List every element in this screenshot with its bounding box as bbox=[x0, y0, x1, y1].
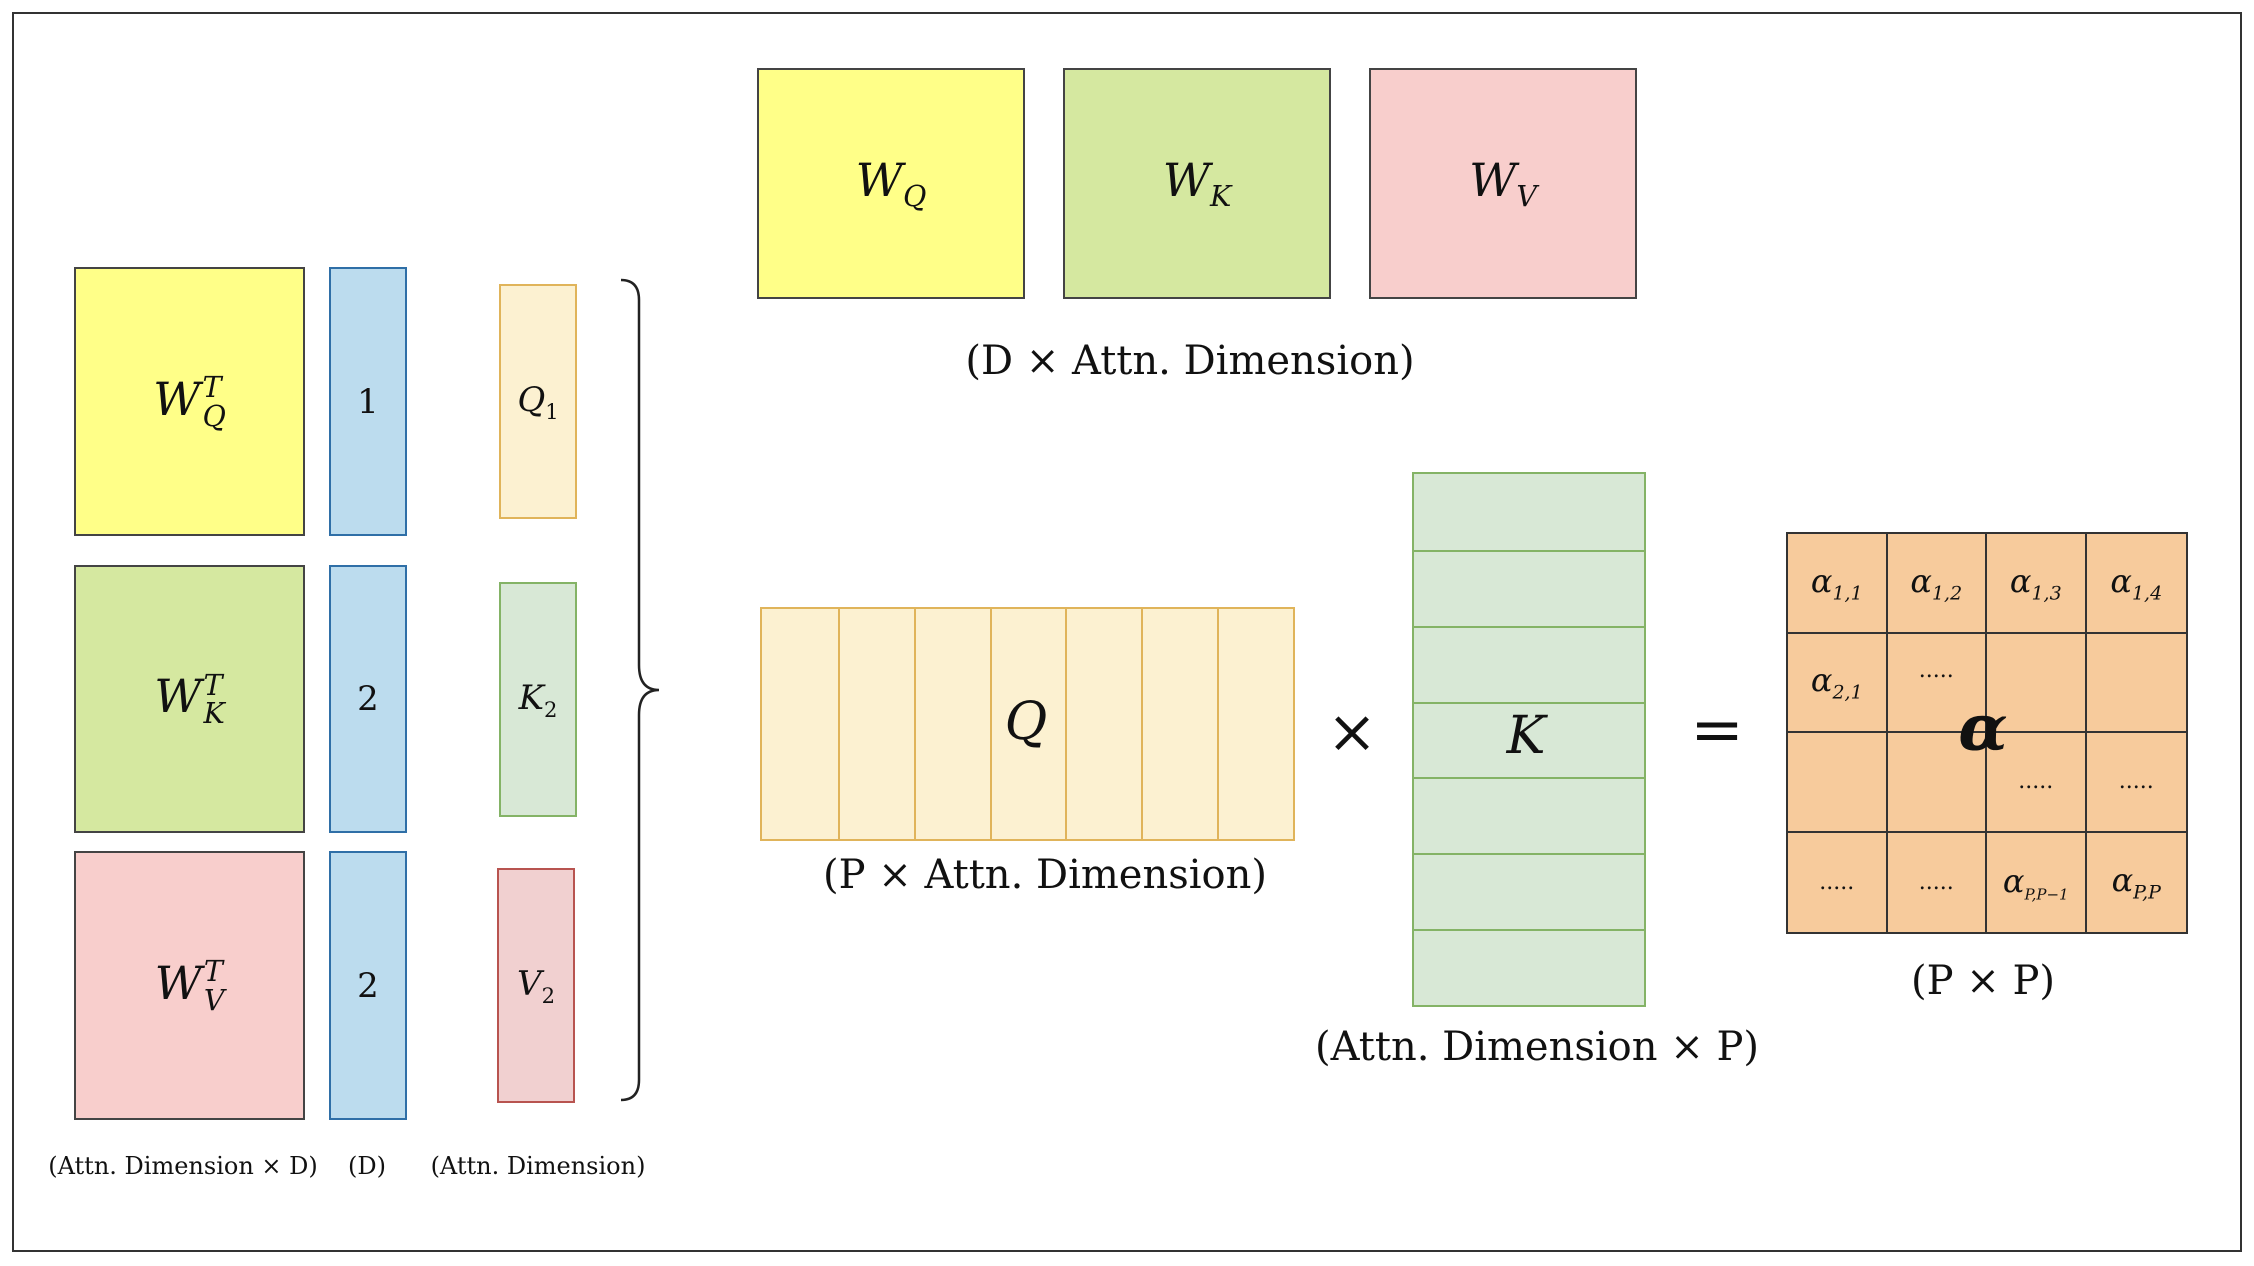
wk-base: W bbox=[1162, 153, 1210, 208]
input-vector-2-label: 2 bbox=[357, 679, 379, 719]
key-matrix bbox=[1412, 472, 1646, 1007]
wv-t-sup: T bbox=[203, 955, 223, 989]
wq-t-sub: Q bbox=[202, 399, 226, 433]
attention-matrix-cell: α1,1 bbox=[1788, 534, 1888, 634]
wv-t-sub: V bbox=[203, 983, 225, 1017]
attention-matrix-cell: αP,P−1 bbox=[1987, 832, 2087, 932]
query-matrix-column-divider bbox=[989, 609, 992, 839]
attention-matrix-cell-label: α2,1 bbox=[1810, 661, 1863, 704]
attention-matrix-cell: ..... bbox=[1987, 733, 2087, 833]
wk-t-sup: T bbox=[203, 668, 223, 702]
v2-base: V bbox=[517, 963, 542, 1004]
value-vector: V2 bbox=[497, 868, 575, 1103]
query-matrix-column-divider bbox=[837, 609, 840, 839]
key-matrix-row-divider bbox=[1414, 853, 1644, 856]
key-matrix-row-divider bbox=[1414, 549, 1644, 552]
input-vector-1: 1 bbox=[329, 267, 407, 536]
caption-alpha-dims: (P × P) bbox=[1911, 958, 2055, 1004]
input-vector-3-label: 2 bbox=[357, 965, 379, 1006]
query-matrix bbox=[760, 607, 1295, 841]
wk-t-base: W bbox=[154, 669, 202, 724]
key-matrix-row-divider bbox=[1414, 777, 1644, 780]
attention-matrix-cell-label: α1,2 bbox=[1910, 561, 1963, 604]
matrix-wv: WV bbox=[1369, 68, 1637, 299]
caption-weight-dims: (Attn. Dimension × D) bbox=[48, 1152, 318, 1180]
attention-matrix-cell-label: ..... bbox=[1918, 869, 1954, 895]
query-matrix-column-divider bbox=[1217, 609, 1220, 839]
q1-base: Q bbox=[517, 379, 546, 420]
wq-t-sup: T bbox=[202, 371, 222, 405]
input-vector-1-label: 1 bbox=[357, 381, 379, 422]
times-symbol: × bbox=[1326, 697, 1378, 767]
v2-sub: 2 bbox=[541, 982, 555, 1008]
wk-t-sub: K bbox=[203, 697, 225, 731]
q1-sub: 1 bbox=[545, 398, 559, 424]
attention-matrix-cell-label: α1,1 bbox=[1810, 561, 1863, 604]
wk-sub: K bbox=[1209, 180, 1232, 214]
attention-matrix-cell bbox=[1987, 633, 2087, 733]
wv-t-base: W bbox=[154, 955, 202, 1010]
wq-sub: Q bbox=[902, 180, 927, 214]
k2-base: K bbox=[518, 677, 544, 718]
key-matrix-row-divider bbox=[1414, 929, 1644, 932]
curly-brace bbox=[620, 278, 660, 1102]
caption-input-dims: (D) bbox=[348, 1152, 386, 1180]
query-matrix-column-divider bbox=[913, 609, 916, 839]
equals-symbol: = bbox=[1690, 693, 1744, 767]
attention-matrix-cell-label: ..... bbox=[2118, 769, 2154, 795]
attention-matrix-cell: α1,2 bbox=[1887, 534, 1987, 634]
key-matrix-row-divider bbox=[1414, 701, 1644, 704]
attention-matrix-cell: ..... bbox=[1887, 633, 1987, 733]
caption-q-dims: (P × Attn. Dimension) bbox=[823, 852, 1267, 898]
key-matrix-row-divider bbox=[1414, 625, 1644, 628]
query-matrix-column-divider bbox=[1065, 609, 1068, 839]
k2-sub: 2 bbox=[543, 696, 558, 722]
attention-matrix-cell: ..... bbox=[2086, 733, 2186, 833]
key-vector: K2 bbox=[499, 582, 577, 817]
matrix-wk: WK bbox=[1063, 68, 1331, 299]
wv-sub: V bbox=[1516, 180, 1537, 214]
wq-base: W bbox=[855, 153, 903, 208]
input-vector-3: 2 bbox=[329, 851, 407, 1120]
caption-w-dims: (D × Attn. Dimension) bbox=[965, 338, 1415, 384]
attention-matrix: α1,1 α1,2 α1,3 α1,4 α2,1....................… bbox=[1786, 532, 2188, 934]
attention-matrix-cell: ..... bbox=[1888, 832, 1987, 932]
attention-matrix-cell-label: αP,P−1 bbox=[2002, 861, 2069, 903]
matrix-wq: WQ bbox=[757, 68, 1025, 299]
query-matrix-label: Q bbox=[1004, 692, 1048, 752]
attention-matrix-cell: α1,4 bbox=[2086, 534, 2186, 634]
attention-matrix-label: α bbox=[1958, 690, 2008, 766]
attention-matrix-cell-label: α1,4 bbox=[2110, 561, 2163, 604]
attention-matrix-cell-label: ..... bbox=[2018, 769, 2054, 795]
wq-t-base: W bbox=[153, 371, 201, 426]
attention-matrix-cell-label: α1,3 bbox=[2009, 561, 2062, 604]
attention-matrix-cell: α2,1 bbox=[1788, 633, 1888, 733]
attention-matrix-cell-label: ..... bbox=[1819, 869, 1855, 895]
attention-matrix-cell: α1,3 bbox=[1987, 534, 2087, 634]
attention-matrix-cell-label: αP,P bbox=[2111, 861, 2161, 904]
attention-matrix-cell bbox=[2086, 634, 2186, 733]
key-matrix-label: K bbox=[1506, 706, 1546, 766]
attention-matrix-cell: αP,P bbox=[2087, 833, 2187, 933]
query-matrix-column-divider bbox=[1141, 609, 1144, 839]
attention-matrix-cell-label: ..... bbox=[1918, 657, 1954, 683]
attention-matrix-cell bbox=[1788, 733, 1888, 833]
attention-matrix-cell: ..... bbox=[1788, 832, 1888, 932]
wv-base: W bbox=[1469, 153, 1517, 208]
query-vector: Q1 bbox=[499, 284, 577, 519]
input-vector-2: 2 bbox=[329, 565, 407, 833]
caption-output-dims: (Attn. Dimension) bbox=[430, 1152, 646, 1180]
attention-matrix-cell bbox=[1887, 733, 1987, 833]
diagram-frame bbox=[12, 12, 2242, 1252]
caption-k-dims: (Attn. Dimension × P) bbox=[1315, 1024, 1759, 1070]
